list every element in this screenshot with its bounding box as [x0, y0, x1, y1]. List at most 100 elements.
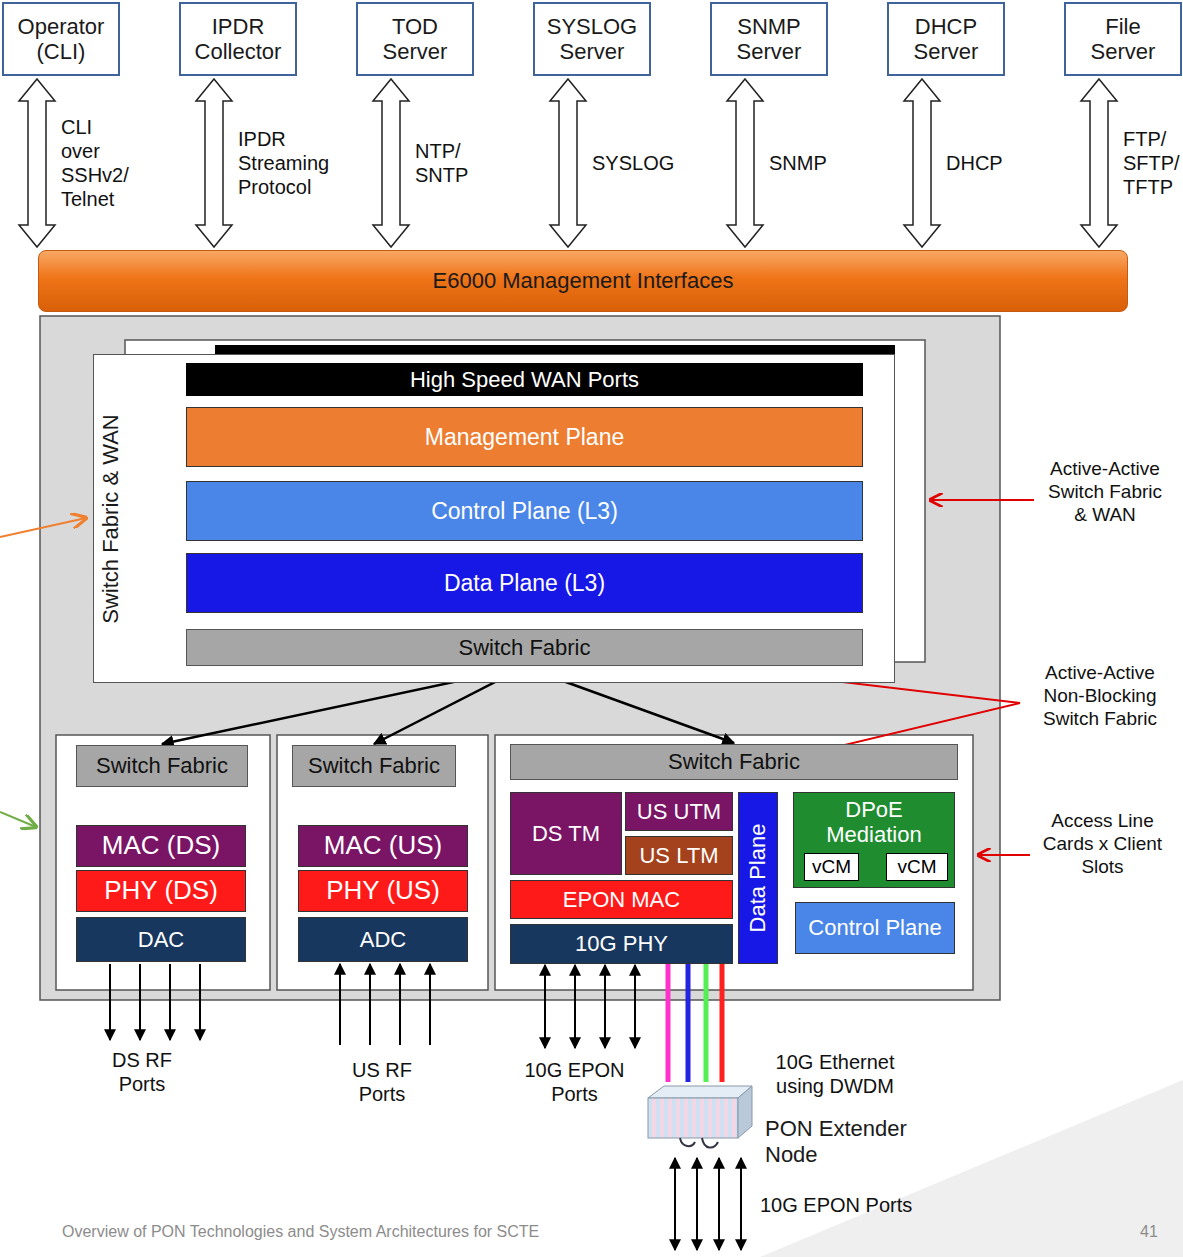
node-text: IPDR Collector [181, 14, 295, 65]
node-text: vCM [806, 856, 857, 878]
protocol-label: SNMP [769, 151, 849, 175]
node-text: DHCP Server [889, 14, 1003, 65]
port-arrow [399, 964, 401, 1045]
node-text: E6000 Management Interfaces [427, 268, 740, 293]
port-arrow [574, 965, 576, 1048]
port-arrow [674, 1158, 676, 1250]
dwdm-wire [704, 964, 709, 1082]
us-rf-port-arrows [340, 964, 430, 1045]
extender-port-arrows [675, 1158, 741, 1250]
node-text: Data Plane [747, 824, 769, 933]
server-box: DHCP Server [887, 2, 1005, 76]
port-arrow [429, 964, 431, 1045]
node-text: vCM [891, 856, 942, 878]
node-text: DPoE Mediation [794, 797, 954, 848]
node-text: Switch Fabric [662, 749, 806, 774]
switch-fabric-card: Switch Fabric & WAN High Speed WAN PortsM… [93, 354, 895, 683]
interface-arrow [19, 79, 55, 247]
node-text: EPON MAC [557, 887, 686, 912]
node-text: Management Plane [419, 424, 630, 450]
server-box: SYSLOG Server [533, 2, 651, 76]
corner-shade [760, 1080, 1183, 1257]
epon-port-arrows [545, 965, 635, 1048]
line-card [56, 735, 270, 990]
protocol-label: SYSLOG [592, 151, 682, 175]
line-card [277, 735, 488, 990]
plane-bar: Data Plane (L3) [186, 553, 863, 613]
node-text: Control Plane (L3) [425, 498, 624, 524]
page-number: 41 [1140, 1222, 1175, 1241]
dwdm-wire [666, 964, 671, 1082]
node-text: PHY (US) [320, 876, 446, 906]
node-text: TOD Server [358, 14, 472, 65]
vcm-box: vCM [886, 853, 948, 881]
port-arrow [634, 965, 636, 1048]
interface-arrow [196, 79, 232, 247]
port-arrow [369, 964, 371, 1045]
node-text: Switch Fabric [302, 753, 446, 778]
interface-arrow [373, 79, 409, 247]
node-text: Switch Fabric & WAN [100, 414, 122, 623]
extender-part [738, 1086, 752, 1138]
interface-arrow [727, 79, 763, 247]
node-text: DAC [132, 927, 190, 952]
port-arrow [139, 964, 141, 1040]
line-card [495, 735, 973, 990]
dwdm-wire [720, 964, 725, 1082]
plane-bar: Control Plane (L3) [186, 481, 863, 541]
plane-bar: Management Plane [186, 407, 863, 467]
node-text: Switch Fabric [90, 753, 234, 778]
port-label: US RF Ports [332, 1058, 432, 1106]
pointer-arrow [0, 518, 86, 537]
wan-port-bar: High Speed WAN Ports [186, 363, 863, 396]
interface-arrow [1081, 79, 1117, 247]
extender-part [648, 1098, 738, 1138]
node-text: SYSLOG Server [535, 14, 649, 65]
port-arrow [544, 965, 546, 1048]
mac-block: EPON MAC [510, 880, 733, 919]
port-arrow [740, 1158, 742, 1250]
node-text: DS TM [526, 821, 606, 846]
traffic-manager-block: US UTM [625, 792, 733, 831]
footer-text: Overview of PON Technologies and System … [62, 1222, 662, 1241]
phy-block: PHY (DS) [76, 870, 246, 912]
traffic-manager-block: US LTM [625, 836, 733, 875]
phy-block: 10G PHY [510, 924, 733, 964]
node-text: Switch Fabric [452, 635, 596, 660]
protocol-label: FTP/ SFTP/ TFTP [1123, 127, 1179, 199]
node-text: Control Plane [802, 915, 947, 940]
port-label: DS RF Ports [92, 1048, 192, 1096]
dwdm-wire [686, 964, 691, 1082]
server-box: File Server [1064, 2, 1182, 76]
node-text: US UTM [631, 799, 727, 824]
converter-block: ADC [298, 917, 468, 962]
server-box: TOD Server [356, 2, 474, 76]
callout-arrow [930, 499, 1034, 501]
traffic-manager-block: DS TM [510, 792, 622, 875]
mac-block: MAC (DS) [76, 825, 246, 867]
switch-fabric-bar: Switch Fabric [292, 745, 456, 787]
extender-part [680, 1138, 718, 1148]
link-label: 10G Ethernet using DWDM [765, 1050, 905, 1098]
port-arrow [718, 1158, 720, 1250]
node-text: MAC (DS) [96, 831, 226, 861]
callout-label: Active-Active Non-Blocking Switch Fabric [1025, 662, 1175, 730]
node-text: US LTM [633, 843, 724, 868]
port-arrow [604, 965, 606, 1048]
switch-fabric-bar: Switch Fabric [186, 629, 863, 666]
protocol-label: CLI over SSHv2/ Telnet [61, 115, 133, 211]
server-box: Operator (CLI) [2, 2, 120, 76]
protocol-label: NTP/ SNTP [415, 139, 475, 187]
callout-label: Access Line Cards x Client Slots [1040, 810, 1165, 878]
vcm-box: vCM [804, 853, 859, 881]
node-text: MAC (US) [318, 831, 448, 861]
interface-arrow [904, 79, 940, 247]
converter-block: DAC [76, 917, 246, 962]
server-box: IPDR Collector [179, 2, 297, 76]
data-plane-block: Data Plane [738, 792, 778, 964]
extender-illustration [640, 1082, 755, 1158]
node-text: ADC [354, 927, 412, 952]
node-text: SNMP Server [712, 14, 826, 65]
mac-block: MAC (US) [298, 825, 468, 867]
protocol-label: DHCP [946, 151, 1026, 175]
